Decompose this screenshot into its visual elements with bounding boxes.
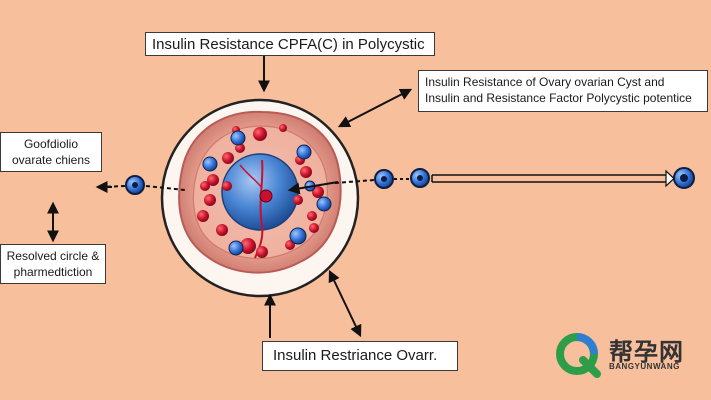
floating-follicles	[125, 167, 695, 195]
label-bottom-text: Insulin Restriance Ovarr.	[273, 347, 438, 364]
label-right: Insulin Resistance of Ovary ovarian Cyst…	[418, 70, 708, 112]
blue-cell	[289, 227, 307, 245]
red-cell	[253, 127, 267, 141]
pointer-arrows	[47, 56, 413, 338]
label-bottom: Insulin Restriance Ovarr.	[262, 341, 458, 371]
label-left-lower: Resolved circle & pharmedtiction	[0, 244, 106, 284]
nucleus	[221, 153, 299, 231]
red-cell	[235, 143, 245, 153]
red-cell	[207, 174, 219, 186]
arrow-into-nucleus	[287, 181, 339, 195]
blue-cell	[202, 156, 218, 172]
logo-chinese-text: 帮孕网	[609, 338, 684, 366]
blue-cell	[296, 144, 312, 160]
label-left-lower-line2: pharmedtiction	[13, 265, 93, 279]
label-left-upper-line1: Goofdiolio	[23, 137, 79, 151]
red-cell	[300, 166, 312, 178]
label-left-lower-line1: Resolved circle &	[6, 249, 100, 263]
label-top: Insulin Resistance CPFA(C) in Polycystic	[145, 32, 435, 56]
label-right-line1: Insulin Resistance of Ovary ovarian Cyst…	[425, 75, 665, 89]
red-cell	[216, 224, 228, 236]
blood-vessel-branch	[239, 164, 263, 189]
label-left-upper-line2: ovarate chiens	[11, 153, 91, 167]
red-cell	[307, 211, 317, 221]
follicle-mid-core	[381, 176, 387, 182]
blue-cell	[230, 130, 246, 146]
label-right-line2: Insulin and Resistance Factor Polycystic…	[425, 91, 692, 105]
long-arrow-head	[665, 169, 675, 188]
watermark-logo: 帮孕网 BANGYUNWANG	[555, 332, 705, 378]
red-cell	[222, 181, 232, 191]
red-cell	[285, 240, 295, 250]
red-cell	[204, 194, 216, 206]
red-cell	[309, 223, 319, 233]
red-cell	[200, 181, 210, 191]
label-top-text: Insulin Resistance CPFA(C) in Polycystic	[152, 36, 425, 53]
blue-cells	[202, 130, 332, 256]
red-cell	[293, 195, 303, 205]
red-dot-center	[259, 189, 273, 203]
red-cell	[312, 186, 324, 198]
long-arrow-right	[431, 169, 675, 188]
blue-cell	[316, 196, 332, 212]
red-cells	[197, 124, 324, 258]
red-cell	[256, 246, 268, 258]
follicle-far-right-core	[680, 174, 688, 182]
follicle-left-core	[132, 182, 138, 188]
logo-q-icon	[556, 333, 601, 378]
follicle-right1-core	[417, 175, 423, 181]
logo-english-text: BANGYUNWANG	[609, 362, 680, 371]
blue-cell	[228, 240, 244, 256]
red-cell	[279, 124, 287, 132]
arrow-bottom-right	[328, 269, 362, 338]
red-cell	[240, 238, 256, 254]
red-cell	[222, 152, 234, 164]
dashed-connectors	[99, 178, 410, 191]
label-left-upper: Goofdiolio ovarate chiens	[0, 132, 102, 172]
arrow-right-label	[337, 88, 413, 128]
red-cell	[197, 210, 209, 222]
